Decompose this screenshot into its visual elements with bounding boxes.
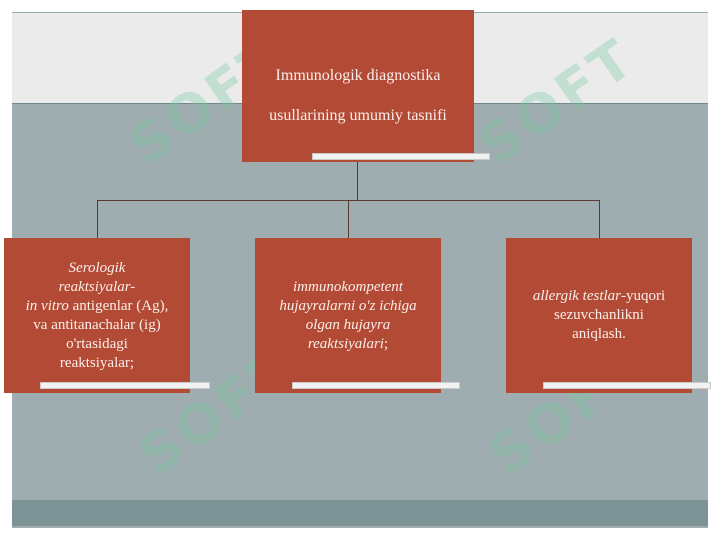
connector-branch-2: [348, 200, 349, 238]
connector-branch-3: [599, 200, 600, 238]
branch-2-line-4-italic: reaktsiyalari: [307, 335, 384, 352]
branch-2-line-2: hujayralarni o'z ichiga: [279, 297, 417, 314]
branch-2-line-1: immunokompetent: [293, 278, 403, 295]
branch-3-underline-bar: [543, 382, 711, 389]
branch-node-serologik: Serologik reaktsiyalar- in vitro antigen…: [4, 238, 190, 393]
branch-1-line-1: Serologik: [68, 259, 126, 276]
branch-2-line-4: ;: [383, 335, 389, 352]
branch-node-immunokompetent: immunokompetent hujayralarni o'z ichiga …: [255, 238, 441, 393]
branch-3-line-2: sezuvchanlikni: [554, 307, 644, 323]
branch-1-line-3-italic: in vitro: [25, 297, 69, 314]
branch-3-line-1-italic: allergik testlar: [532, 288, 621, 304]
branch-1-underline-bar: [40, 382, 210, 389]
branch-node-allergik: allergik testlar-yuqori sezuvchanlikni a…: [506, 238, 692, 393]
branch-1-line-5: o'rtasidagi: [66, 335, 128, 352]
branch-3-line-3: aniqlash.: [572, 326, 626, 342]
branch-1-line-4: va antitanachalar (ig): [33, 316, 161, 333]
root-line-2: usullarining umumiy tasnifi: [269, 107, 447, 124]
root-line-1: Immunologik diagnostika: [275, 67, 441, 84]
branch-1-line-3: antigenlar (Ag),: [68, 297, 169, 314]
branch-1-line-6: reaktsiyalar;: [59, 354, 135, 371]
root-node: Immunologik diagnostika usullarining umu…: [242, 10, 474, 162]
branch-2-underline-bar: [292, 382, 460, 389]
slide-bottom-band: [12, 500, 708, 526]
root-underline-bar: [312, 153, 490, 160]
connector-branch-1: [97, 200, 98, 238]
branch-2-line-3: olgan hujayra: [305, 316, 391, 333]
branch-3-line-1: -yuqori: [621, 288, 666, 304]
connector-root-down: [357, 162, 358, 200]
branch-1-line-2: reaktsiyalar-: [58, 278, 136, 295]
